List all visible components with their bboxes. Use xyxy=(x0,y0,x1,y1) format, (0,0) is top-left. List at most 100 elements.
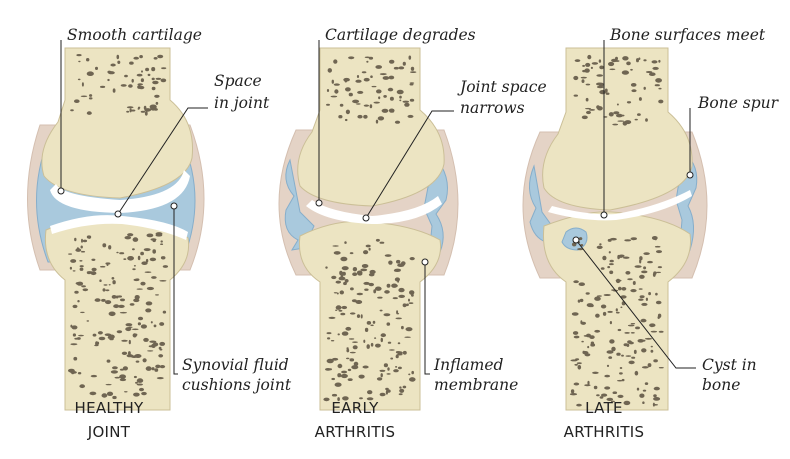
upper-bone xyxy=(542,47,693,211)
bone-pore xyxy=(357,114,363,119)
bone-pore xyxy=(364,288,369,291)
bone-pore xyxy=(397,342,401,345)
bone-pore xyxy=(102,243,107,248)
bone-pore xyxy=(108,284,111,286)
bone-pore xyxy=(634,370,639,376)
bone-pore xyxy=(348,92,353,97)
bone-pore xyxy=(397,279,400,283)
bone-pore xyxy=(586,110,591,115)
bone-pore xyxy=(71,325,78,330)
bone-pore xyxy=(128,84,133,88)
bone-pore xyxy=(573,382,580,386)
bone-pore xyxy=(355,79,362,83)
bone-pore xyxy=(146,286,154,291)
bone-pore xyxy=(575,358,580,361)
bone-pore xyxy=(153,324,157,328)
bone-pore xyxy=(586,303,594,308)
bone-pore xyxy=(634,118,638,121)
bone-pore xyxy=(573,75,579,81)
bone-pore xyxy=(100,85,106,88)
bone-pore xyxy=(79,384,85,389)
bone-pore xyxy=(382,76,390,80)
bone-pore xyxy=(396,353,403,356)
label-bone-surfaces-meet: Bone surfaces meet xyxy=(609,26,766,44)
bone-pore xyxy=(654,245,661,248)
bone-pore xyxy=(335,305,342,310)
bone-pore xyxy=(159,280,167,282)
bone-pore xyxy=(135,381,138,384)
bone-pore xyxy=(396,310,399,315)
caption-early-2: ARTHRITIS xyxy=(315,423,396,441)
label-inflamed-2: membrane xyxy=(434,376,518,394)
bone-pore xyxy=(390,357,394,360)
bone-pore xyxy=(333,83,340,86)
bone-pore xyxy=(340,373,348,379)
bone-pore xyxy=(615,279,622,282)
bone-pore xyxy=(140,78,144,83)
bone-pore xyxy=(99,279,102,283)
bone-pore xyxy=(358,374,365,379)
bone-pore xyxy=(651,60,658,64)
bone-pore xyxy=(119,252,125,255)
bone-pore xyxy=(131,78,134,83)
bone-pore xyxy=(592,371,599,374)
bone-pore xyxy=(622,256,630,259)
bone-pore xyxy=(143,248,151,252)
bone-pore xyxy=(77,372,82,375)
bone-pore xyxy=(124,74,128,78)
bone-pore xyxy=(341,305,348,310)
bone-pore xyxy=(584,384,591,387)
bone-pore xyxy=(140,324,147,329)
bone-pore xyxy=(638,298,644,301)
bone-pore xyxy=(104,333,112,337)
bone-pore xyxy=(345,87,351,92)
bone-pore xyxy=(159,322,165,326)
bone-pore xyxy=(398,287,405,293)
bone-pore xyxy=(411,378,415,382)
bone-pore xyxy=(405,303,409,307)
bone-pore xyxy=(399,95,402,99)
bone-pore xyxy=(574,363,578,366)
bone-pore xyxy=(352,341,358,344)
bone-pore xyxy=(615,311,620,314)
bone-pore xyxy=(356,292,363,296)
bone-pore xyxy=(580,76,587,79)
bone-pore xyxy=(119,311,127,314)
bone-pore xyxy=(648,292,651,296)
bone-pore xyxy=(376,377,383,381)
bone-pore xyxy=(384,254,392,257)
bone-pore xyxy=(136,288,143,290)
bone-pore xyxy=(582,69,586,73)
bone-pore xyxy=(106,391,114,396)
bone-pore xyxy=(596,85,604,89)
bone-pore xyxy=(600,304,607,309)
bone-pore xyxy=(339,270,343,276)
bone-pore xyxy=(589,335,595,339)
bone-pore xyxy=(90,271,97,276)
bone-pores xyxy=(68,54,169,400)
bone-pore xyxy=(133,298,140,303)
inflamed-fluid xyxy=(284,158,315,251)
bone-pore xyxy=(633,349,637,354)
label-synovial-fluid-2: cushions joint xyxy=(182,376,292,394)
bone-pore xyxy=(328,316,336,319)
bone-pore xyxy=(161,67,167,70)
bone-pore xyxy=(326,89,330,92)
bone-pore xyxy=(145,67,150,72)
bone-pore xyxy=(364,56,371,59)
bone-pore xyxy=(72,270,76,272)
bone-pore xyxy=(645,118,648,122)
label-smooth-cartilage: Smooth cartilage xyxy=(67,26,202,44)
bone-pore xyxy=(363,339,366,343)
bone-pore xyxy=(643,266,647,270)
bone-pore xyxy=(111,295,117,299)
bone-pore xyxy=(368,247,371,251)
bone-pore xyxy=(339,103,344,107)
bone-pore xyxy=(144,111,148,116)
bone-pore xyxy=(332,357,339,361)
bone-pore xyxy=(327,68,332,73)
bone-pore xyxy=(609,259,614,263)
bone-pore xyxy=(402,61,406,66)
bone-pore xyxy=(369,104,373,109)
bone-pore xyxy=(326,332,332,335)
